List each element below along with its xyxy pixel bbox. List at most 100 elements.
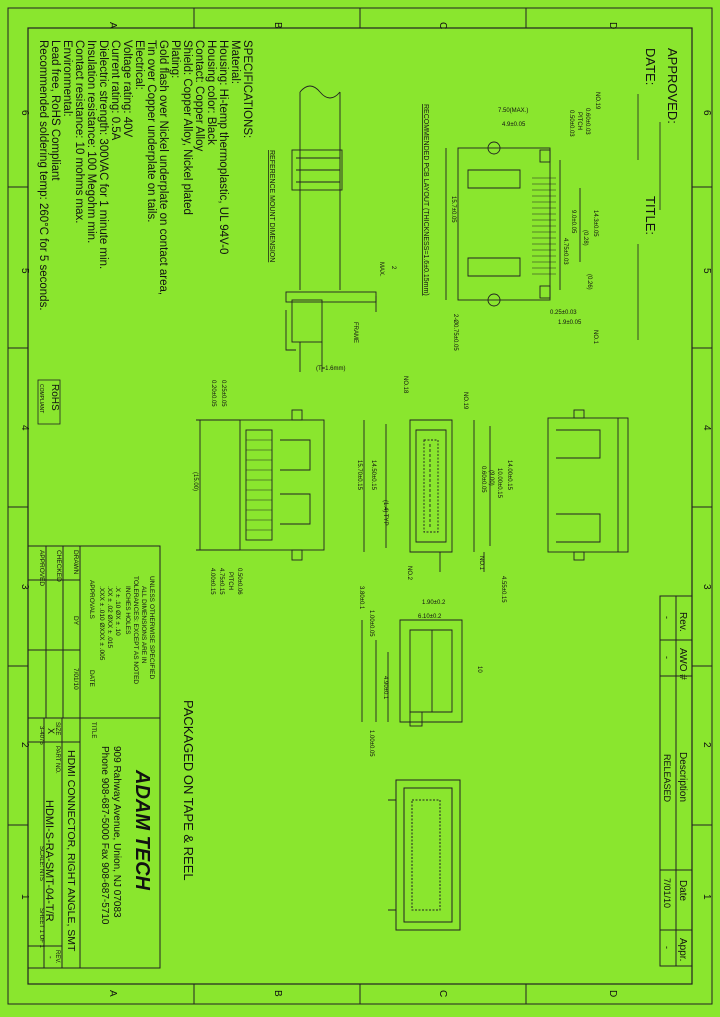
mount-dim-thickness: (T=1.6mm) (316, 366, 346, 372)
front-dim: 0.20±0.05 (210, 380, 216, 407)
pcb-dim: 9.0±0.05 (570, 210, 576, 234)
mount-dim-frame: FRAME (352, 322, 358, 343)
lower-dim: 4.90±0.1 (382, 676, 388, 700)
front-dim: 4.75±0.15 (218, 568, 224, 595)
description-value: RELEASED (662, 754, 672, 803)
zone-right-4: 4 (701, 425, 712, 431)
spec-line: Shield: Copper Alloy, Nickel plated (181, 40, 193, 215)
part-number: HDMI-S-RA-SMT-04-T/R (43, 800, 55, 922)
side-dim: NO.2 (406, 566, 412, 581)
date-header: Date (677, 880, 688, 902)
side-dim: 4.55±0.15 (500, 576, 506, 603)
side-dim: 10.00±0.15 (496, 468, 502, 499)
spec-line: Housing color: Black (205, 40, 217, 145)
company-address: 909 Rahway Avenue, Union, NJ 07083 (111, 746, 122, 918)
title-block (27, 717, 161, 969)
checked-label: CHECKED (55, 550, 62, 582)
front-dim: PITCH (227, 572, 233, 590)
zone-bottom-d: D (607, 990, 618, 997)
spec-line: Plating: (169, 40, 181, 78)
approvals-header: APPROVALS (88, 580, 95, 620)
pcb-dim: 4.75±0.03 (562, 238, 568, 265)
mount-dim-max: MAX. (378, 262, 384, 277)
spec-line: Gold flash over Nickel underplate on con… (157, 40, 169, 295)
side-dim: NO.18 (402, 376, 408, 394)
part-label: PART NO. (54, 746, 60, 774)
zone-top-b: B (272, 22, 283, 29)
spec-line: Current rating: 0.5A (109, 40, 121, 141)
side-dim: 0.60±0.05 (480, 466, 486, 493)
side-dim: (1.4) TYP (382, 500, 388, 526)
zone-right-6: 6 (701, 110, 712, 116)
zone-left-5: 5 (19, 268, 30, 274)
awo-header: AWO # (677, 648, 688, 680)
spec-line: Voltage rating: 40V (121, 40, 133, 138)
title-label: TITLE: (643, 196, 658, 235)
lower-dim: 1.00±0.05 (368, 730, 374, 757)
size-value: X (46, 728, 56, 734)
company-name: ADAM TECH (131, 769, 153, 891)
pcb-title: RECOMMENDED PCB LAYOUT (THICKNESS=1.6±0.… (422, 104, 429, 296)
zone-left-2: 2 (19, 742, 30, 748)
zone-right-2: 2 (701, 742, 712, 748)
side-dim: 14.00±0.15 (506, 460, 512, 491)
checked-by: DY (72, 616, 79, 626)
size-label: SIZE (54, 722, 60, 735)
rohs-badge: RoHS COMPLIANT (37, 379, 61, 425)
tolerance-line: .XX ± .02 ØXX ± .015 (106, 586, 113, 648)
tolerance-line: .X ± .10 ØX ± .10 (114, 586, 121, 636)
pcb-dim: PITCH (576, 112, 582, 130)
pcb-dim: 0.60±0.03 (584, 108, 590, 135)
spec-line: Housing: Hi-temp thermoplastic, UL 94V-0 (217, 40, 229, 254)
company-phone: Phone 908-687-5000 Fax 908-687-5710 (99, 746, 110, 925)
lower-dim: 1.00±0.05 (368, 610, 374, 637)
drawing-number: 3-4076 (38, 726, 44, 745)
side-dim: (9.00) (488, 470, 494, 486)
packaged-note: PACKAGED ON TAPE & REEL (181, 700, 196, 881)
side-dim: 14.50±0.15 (370, 460, 376, 491)
inner-border (27, 27, 693, 985)
front-dim: 4.00±0.15 (209, 568, 215, 595)
pcb-dim: NO.1 (592, 330, 598, 345)
scale-text: SCALE: NTS (38, 846, 44, 881)
zone-bottom-c: C (437, 990, 448, 997)
pcb-dim: 7.50(MAX.) (498, 108, 528, 114)
side-view (363, 419, 491, 572)
zone-bottom-a: A (107, 990, 118, 997)
front-dim: 0.50±0.06 (236, 568, 242, 595)
lower-dim: 10 (476, 666, 482, 673)
specifications: SPECIFICATIONS: Material: Housing: Hi-te… (37, 40, 253, 311)
spec-line: Dielectric strength: 300VAC for 1 minute… (97, 40, 109, 269)
zone-left-3: 3 (19, 584, 30, 590)
pcb-dim: 14.3±0.05 (592, 210, 598, 237)
mount-dim-2: 2 (390, 266, 396, 270)
lower-dim: 6.10±0.2 (418, 614, 442, 620)
spec-line: Environmental: (61, 40, 73, 117)
spec-line: Recommended soldering temp: 260°C for 5 … (37, 40, 49, 311)
front-view (196, 409, 325, 561)
side-dim: 15.70±0.15 (356, 460, 362, 491)
pcb-dim: 0.25±0.03 (550, 310, 577, 316)
lower-side-view (361, 619, 463, 727)
zone-left-6: 6 (19, 110, 30, 116)
zone-right-1: 1 (701, 894, 712, 900)
side-dim: NO.1 (478, 556, 484, 571)
rev-value: - (662, 616, 672, 619)
pcb-dim: 15.7±0.05 (450, 196, 456, 223)
reference-mount-view (285, 85, 377, 372)
title-block-label: TITLE (90, 722, 96, 738)
pcb-dim: 4.9±0.05 (502, 122, 526, 128)
lower-dim: 1.90±0.2 (422, 600, 446, 606)
zone-right-5: 5 (701, 268, 712, 274)
front-dim: (15.00) (192, 472, 198, 491)
pcb-dim: (0.26) (586, 274, 592, 290)
spec-line: Electrical: (133, 40, 145, 90)
rohs-label: RoHS (49, 384, 60, 411)
approved-role-label: APPROVED (38, 550, 45, 586)
spec-line: Lead free, RoHS Compliant (49, 40, 61, 181)
zone-left-1: 1 (19, 894, 30, 900)
zone-top-c: C (437, 22, 448, 29)
side-dim: NO.19 (462, 392, 468, 410)
